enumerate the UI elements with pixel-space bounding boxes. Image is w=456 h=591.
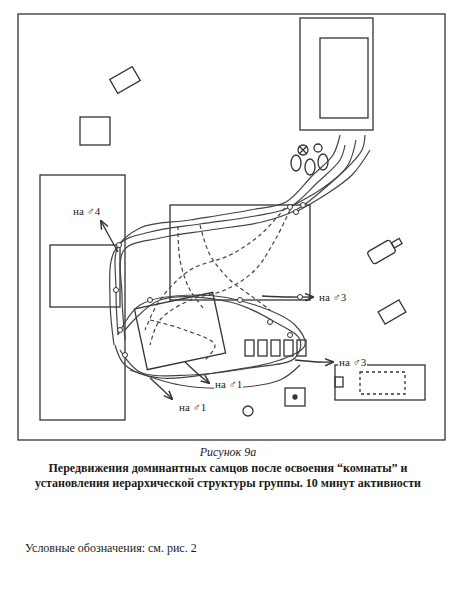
- nest-ovals: [291, 144, 328, 175]
- cage-inner: [320, 38, 368, 118]
- target-label: на ♂1: [214, 377, 243, 391]
- target-label: на ♂1: [178, 400, 207, 414]
- trajectories: [101, 135, 370, 399]
- direction-arrow: [185, 362, 209, 383]
- cage: [300, 18, 373, 130]
- target-label: на ♂3: [318, 290, 347, 304]
- movement-track: [110, 135, 340, 345]
- movement-track: [200, 225, 270, 310]
- stop-point: [288, 205, 293, 210]
- dot: [293, 395, 297, 399]
- movement-track: [150, 320, 215, 360]
- movement-track: [120, 297, 301, 376]
- movement-track: [296, 150, 370, 212]
- target-label: на ♂3: [338, 355, 367, 369]
- stop-point: [148, 298, 153, 303]
- movement-track: [120, 140, 356, 340]
- bottle: [367, 235, 404, 265]
- stop-point: [301, 203, 306, 208]
- object-box: [80, 117, 110, 145]
- stop-point: [123, 353, 128, 358]
- stop-point: [298, 295, 303, 300]
- stop-point: [268, 320, 273, 325]
- direction-arrow: [262, 296, 313, 297]
- device-part: [335, 377, 343, 387]
- object-box: [285, 388, 305, 406]
- stop-point: [294, 210, 299, 215]
- movement-track: [145, 208, 285, 330]
- round-object: [243, 406, 253, 416]
- stop-point: [118, 328, 123, 333]
- movement-track: [178, 226, 205, 310]
- figure-title: Рисунок 9а: [14, 445, 442, 460]
- movement-track: [290, 135, 365, 207]
- direction-arrow: [295, 360, 333, 362]
- figure-caption: Передвижения доминантных самцов после ос…: [14, 461, 442, 491]
- stop-point: [238, 298, 243, 303]
- direction-arrow: [101, 221, 118, 252]
- movement-track: [150, 210, 290, 345]
- target-label: на ♂4: [72, 204, 101, 218]
- object-box: [378, 300, 406, 324]
- left-table: [40, 175, 125, 420]
- small-squares: [245, 340, 306, 356]
- device-inner: [360, 372, 405, 394]
- stop-point: [117, 243, 122, 248]
- small-table: [134, 292, 225, 369]
- device: [335, 365, 425, 400]
- stop-point: [288, 333, 293, 338]
- movement-track: [115, 295, 305, 379]
- object-box: [110, 67, 141, 94]
- stop-point: [114, 288, 119, 293]
- legend-note: Условные обозначения: см. рис. 2: [24, 541, 198, 556]
- room-frame: [18, 14, 445, 440]
- direction-arrow: [150, 378, 172, 399]
